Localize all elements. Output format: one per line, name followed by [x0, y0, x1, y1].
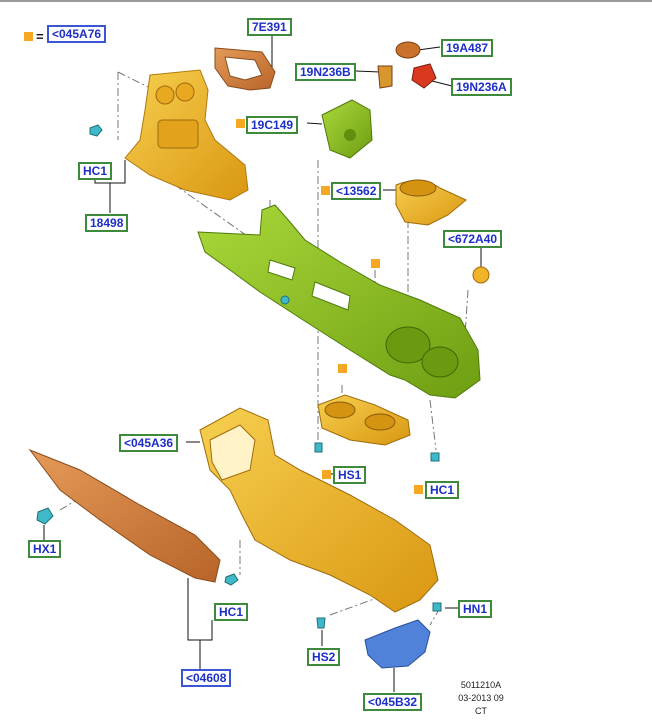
top-border — [0, 0, 652, 2]
part-label-7e391[interactable]: 7E391 — [247, 18, 292, 36]
part-label-045b32[interactable]: <045B32 — [363, 693, 423, 711]
side-panel-part — [28, 448, 221, 583]
console-slot — [267, 259, 296, 281]
drawing-date: 03-2013 09 — [458, 693, 504, 703]
console-cup-well — [421, 346, 459, 378]
part-label-04608[interactable]: <04608 — [181, 669, 232, 687]
clip-console — [280, 295, 290, 305]
part-label-hx1[interactable]: HX1 — [28, 540, 62, 558]
part-label-13562[interactable]: <13562 — [331, 182, 382, 200]
bracket-hole — [344, 129, 356, 141]
marker-square-icon — [371, 259, 380, 268]
switch-knob-part — [395, 41, 421, 59]
part-label-045a36[interactable]: <045A36 — [119, 434, 179, 452]
clip-hx1 — [36, 507, 54, 525]
lower-console-opening — [209, 424, 256, 481]
part-label-672a40[interactable]: <672A40 — [443, 230, 503, 248]
round-cap-part — [472, 266, 490, 284]
clip-hn1 — [432, 602, 442, 612]
trim-frame-opening — [224, 56, 263, 81]
lower-cup-well — [364, 413, 396, 431]
switch-bracket-part — [321, 99, 373, 159]
cup-holder-opening — [399, 179, 437, 197]
bezel-opening — [175, 82, 195, 102]
clip-hc1-top — [89, 124, 103, 137]
marker-square-icon — [236, 119, 245, 128]
part-label-hn1[interactable]: HN1 — [458, 600, 493, 618]
console-cup-well — [385, 326, 431, 364]
bezel-opening — [155, 85, 175, 105]
marker-square-icon — [321, 186, 330, 195]
cup-holder-lower-part — [317, 394, 411, 446]
part-label-hs2[interactable]: HS2 — [307, 648, 341, 666]
part-label-19n236b[interactable]: 19N236B — [295, 63, 356, 81]
console-slot — [311, 281, 351, 311]
marker-square-icon — [322, 470, 331, 479]
legend-square-icon — [24, 32, 33, 41]
part-label-hs1[interactable]: HS1 — [333, 466, 367, 484]
clips — [36, 124, 442, 629]
marker-square-icon — [338, 364, 347, 373]
clip-hs2 — [316, 617, 326, 629]
switch-connector-part — [377, 65, 393, 89]
part-label-19n236a[interactable]: 19N236A — [451, 78, 512, 96]
clip-hc1-right — [430, 452, 440, 462]
part-label-19c149[interactable]: 19C149 — [246, 116, 299, 134]
lower-cup-well — [324, 401, 356, 419]
marker-square-icon — [414, 485, 423, 494]
part-label-18498[interactable]: 18498 — [85, 214, 129, 232]
clip-hc1-bottom — [224, 573, 239, 586]
bezel-opening — [157, 119, 199, 149]
support-bracket-part — [364, 619, 431, 669]
drawing-reference: 5011210A — [460, 680, 502, 690]
legend-equals: = — [36, 29, 44, 44]
clip-hs1 — [314, 442, 323, 453]
part-label-hc1-right[interactable]: HC1 — [425, 481, 460, 499]
lower-console-body-part — [199, 407, 439, 613]
switch-red-part — [411, 63, 437, 89]
part-label-19a487[interactable]: 19A487 — [441, 39, 494, 57]
part-label-hc1-bottom[interactable]: HC1 — [214, 603, 249, 621]
part-label-hc1-top[interactable]: HC1 — [78, 162, 113, 180]
legend-code-label[interactable]: <045A76 — [47, 25, 107, 43]
drawing-region: CT — [475, 706, 487, 716]
